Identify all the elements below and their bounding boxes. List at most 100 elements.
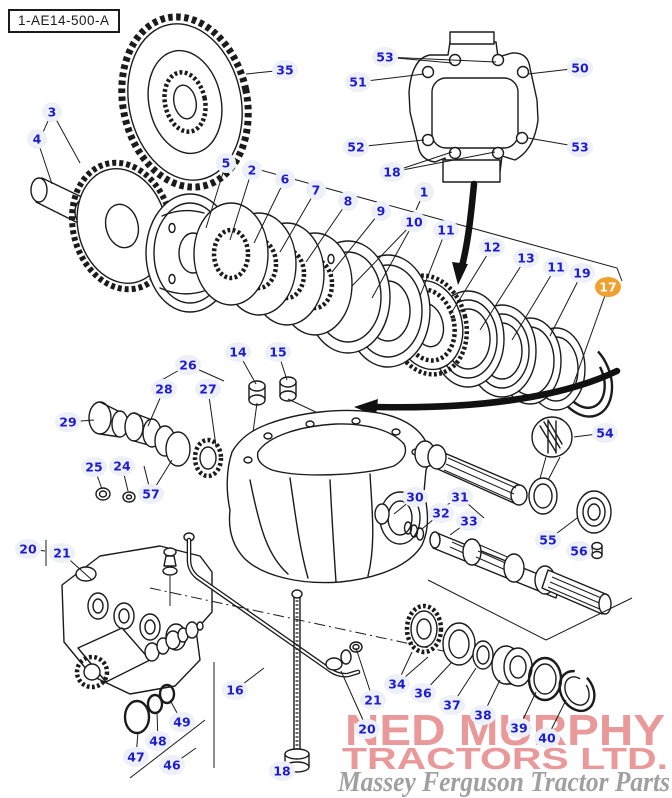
callout-39[interactable]: 39 [506,718,532,738]
callout-14[interactable]: 14 [225,342,251,362]
callout-12[interactable]: 12 [479,237,505,257]
callout-47[interactable]: 47 [123,747,149,767]
callout-number: 55 [539,533,556,548]
callout-number: 1 [420,185,429,200]
callout-number: 33 [460,514,477,529]
callout-number: 32 [432,506,449,521]
callout-13[interactable]: 13 [513,248,539,268]
callout-17-highlighted[interactable]: 17 [595,277,621,297]
part-upper-shaft-drawing [414,440,528,506]
callout-34[interactable]: 34 [384,674,410,694]
callout-33[interactable]: 33 [456,511,482,531]
callout-number: 19 [573,266,590,281]
callout-40[interactable]: 40 [534,728,560,748]
callout-leader-18 [391,151,496,173]
callout-15[interactable]: 15 [265,342,291,362]
callout-18[interactable]: 18 [379,162,405,182]
callout-24[interactable]: 24 [109,456,135,476]
callout-number: 57 [142,487,159,502]
callout-leader-10 [371,221,415,299]
callout-number: 28 [155,382,172,397]
callout-leader-20 [340,670,368,730]
callout-52[interactable]: 52 [343,137,369,157]
callout-number: 2 [248,163,257,178]
callout-53[interactable]: 53 [372,47,398,67]
callout-36[interactable]: 36 [410,683,436,703]
callout-number: 48 [149,734,166,749]
callout-number: 37 [443,698,460,713]
callout-3[interactable]: 3 [42,102,62,122]
callout-4[interactable]: 4 [27,129,47,149]
callout-46[interactable]: 46 [159,755,185,775]
callout-57[interactable]: 57 [138,484,164,504]
callout-leader-11 [419,229,447,297]
callout-11[interactable]: 11 [543,257,569,277]
callout-number: 27 [199,382,216,397]
part-bearing-row-drawing [88,401,224,503]
callout-32[interactable]: 32 [428,503,454,523]
callout-29[interactable]: 29 [55,412,81,432]
callout-21[interactable]: 21 [360,690,386,710]
callout-35[interactable]: 35 [272,60,298,80]
callout-number: 40 [538,731,556,746]
callout-number: 52 [347,140,364,155]
callout-leader-17 [571,286,609,389]
callout-8[interactable]: 8 [338,191,358,211]
callout-7[interactable]: 7 [306,180,326,200]
callout-number: 47 [127,750,144,765]
callout-27[interactable]: 27 [195,379,221,399]
callout-number: 18 [273,764,290,779]
callout-49[interactable]: 49 [169,712,195,732]
callout-number: 30 [406,490,424,505]
callout-number: 51 [349,75,366,90]
callout-number: 14 [229,345,247,360]
callout-25[interactable]: 25 [81,457,107,477]
callout-16[interactable]: 16 [222,680,248,700]
callout-19[interactable]: 19 [569,263,595,283]
callout-18[interactable]: 18 [269,761,295,781]
callout-56[interactable]: 56 [566,541,592,561]
callout-6[interactable]: 6 [275,169,295,189]
callout-21[interactable]: 21 [49,543,75,563]
callout-20[interactable]: 20 [354,719,380,739]
callout-20[interactable]: 20 [15,539,41,559]
callout-51[interactable]: 51 [345,72,371,92]
callout-leader-2 [229,169,253,241]
callout-2[interactable]: 2 [242,160,262,180]
callout-number: 20 [358,722,376,737]
callout-number: 10 [405,215,423,230]
callout-number: 35 [276,63,293,78]
callout-1[interactable]: 1 [414,182,434,202]
callout-number: 13 [517,251,534,266]
callout-26[interactable]: 26 [175,355,201,375]
callout-50[interactable]: 50 [567,58,593,78]
callout-number: 36 [414,686,432,701]
part-oil-pipe-drawing [183,532,363,678]
callout-9[interactable]: 9 [371,201,391,221]
watermark-line3: Massey Ferguson Tractor Parts [337,766,670,798]
part-main-shaft-drawing [403,521,633,641]
callout-number: 26 [179,358,197,373]
callout-number: 53 [571,140,588,155]
callout-number: 54 [596,426,614,441]
callout-30[interactable]: 30 [402,487,428,507]
callout-10[interactable]: 10 [401,212,427,232]
callout-leader-9 [331,210,382,273]
callout-48[interactable]: 48 [145,731,171,751]
part-seal-detail-drawing [528,416,612,560]
callout-number: 6 [281,172,290,187]
callout-leader-13 [479,257,527,331]
callout-number: 50 [571,61,589,76]
callout-37[interactable]: 37 [439,695,465,715]
callout-28[interactable]: 28 [151,379,177,399]
callout-38[interactable]: 38 [470,705,496,725]
callout-5[interactable]: 5 [216,153,236,173]
callout-54[interactable]: 54 [592,423,618,443]
callout-11[interactable]: 11 [433,220,459,240]
callout-31[interactable]: 31 [447,487,473,507]
callout-53[interactable]: 53 [567,137,593,157]
callout-55[interactable]: 55 [535,530,561,550]
